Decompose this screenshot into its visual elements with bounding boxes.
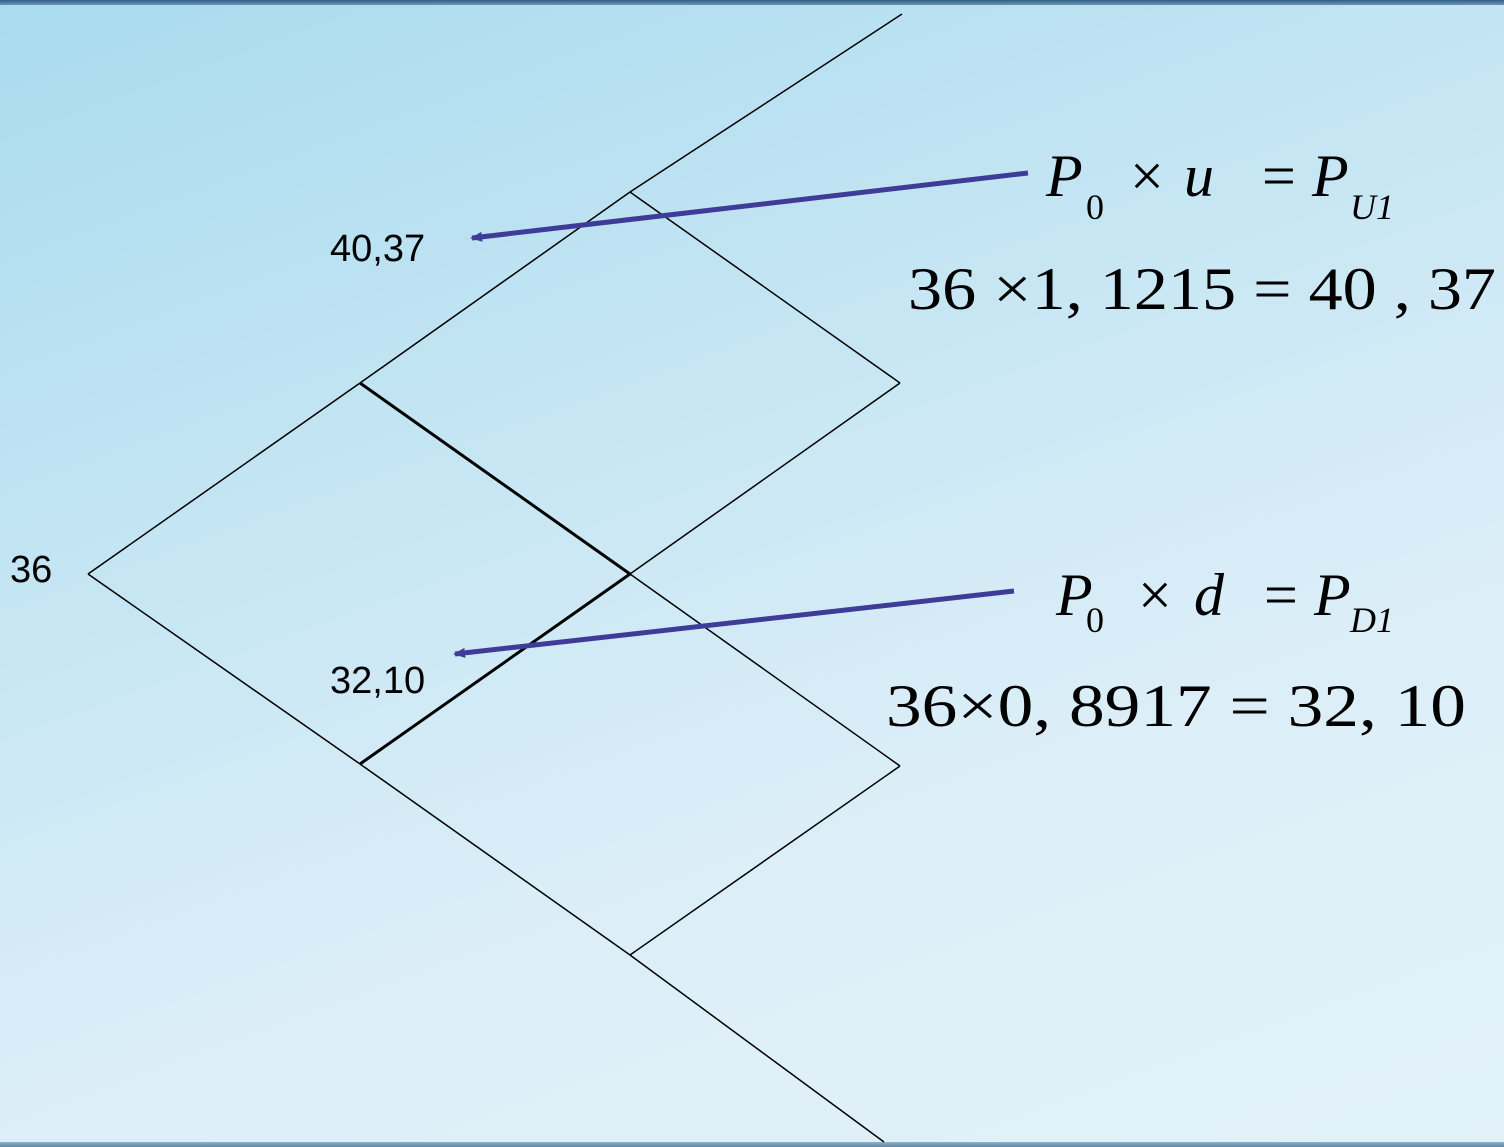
down-formula-times: × xyxy=(1138,562,1172,628)
down-node-label: 32,10 xyxy=(330,660,425,702)
up-formula-equals: = xyxy=(1262,143,1296,209)
down-formula-result-sub: D1 xyxy=(1349,600,1394,640)
tree-lattice xyxy=(87,13,903,1143)
down-formula-equals: = xyxy=(1264,562,1298,628)
bottom-border-bar xyxy=(0,1142,1504,1147)
root-node-label: 36 xyxy=(10,549,52,591)
down-formula-factor: d xyxy=(1194,562,1225,628)
down-formula: P 0 × d = P D1 36×0, 8917 = 32, 10 xyxy=(886,562,1466,739)
top-border-bar xyxy=(0,0,1504,5)
up-formula-result-sub: U1 xyxy=(1350,187,1394,227)
down-formula-p: P xyxy=(1055,562,1093,628)
edge-upper-down xyxy=(359,381,631,576)
up-formula-p: P xyxy=(1045,143,1083,209)
edge-lower-up xyxy=(359,572,631,766)
down-calculation: 36×0, 8917 = 32, 10 xyxy=(886,673,1466,739)
up-formula: P 0 × u = P U1 36 ×1, 1215 = 40 , 37 xyxy=(908,143,1496,322)
edge-bottom-up xyxy=(629,765,901,956)
edge-root-up xyxy=(87,382,361,575)
up-calculation: 36 ×1, 1215 = 40 , 37 xyxy=(908,256,1496,322)
down-formula-result: P xyxy=(1313,562,1351,628)
edge-root-down xyxy=(87,573,361,765)
edge-bottom-extend xyxy=(629,954,885,1143)
down-arrow xyxy=(453,588,1015,658)
edge-mid-down xyxy=(629,573,901,767)
edge-top-down xyxy=(629,191,901,384)
up-formula-p-sub: 0 xyxy=(1086,187,1104,227)
up-formula-times: × xyxy=(1130,143,1164,209)
edge-upper-up xyxy=(359,191,631,384)
up-formula-factor: u xyxy=(1184,143,1214,209)
up-formula-result: P xyxy=(1311,143,1349,209)
down-formula-p-sub: 0 xyxy=(1086,600,1104,640)
edge-lower-down xyxy=(359,763,631,956)
edge-mid-up xyxy=(629,382,901,575)
up-arrow xyxy=(470,170,1029,242)
up-node-label: 40,37 xyxy=(330,228,425,270)
edge-top-extend xyxy=(629,13,903,193)
